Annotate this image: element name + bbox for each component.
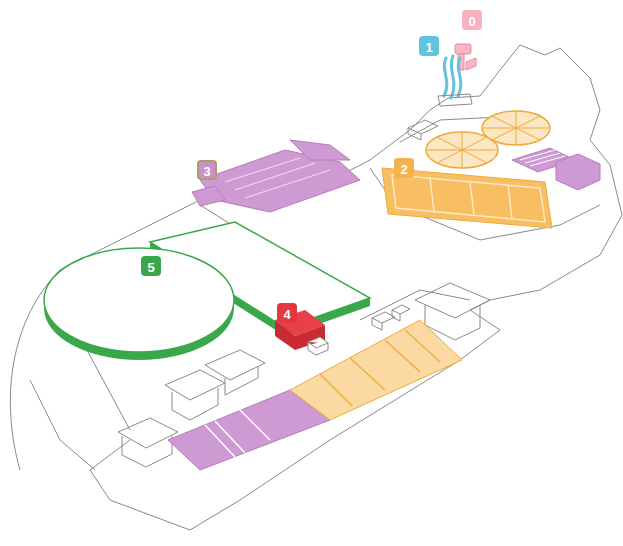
house <box>165 370 225 420</box>
callout-number: 5 <box>141 256 161 276</box>
storage-area <box>44 222 370 360</box>
callout-number: 0 <box>462 10 482 30</box>
callout-number: 2 <box>394 158 414 178</box>
callout-number: 3 <box>197 160 217 180</box>
house <box>118 418 178 467</box>
shed <box>392 305 410 321</box>
treatment-line <box>168 320 462 470</box>
blower-building <box>512 148 600 190</box>
site-boundary <box>10 45 622 530</box>
callout-number: 4 <box>277 303 297 323</box>
shed <box>408 120 438 140</box>
house <box>205 350 265 395</box>
sludge-building <box>192 140 360 212</box>
screen-channels <box>444 56 461 98</box>
callout-number: 1 <box>419 36 439 56</box>
